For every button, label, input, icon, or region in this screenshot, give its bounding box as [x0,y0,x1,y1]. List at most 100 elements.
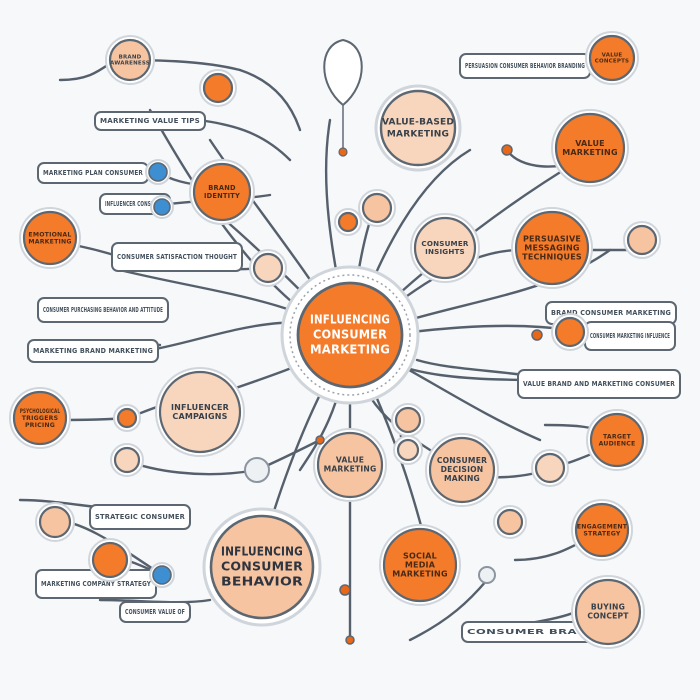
concept-node-label: DECISION [441,465,484,474]
concept-node [531,449,569,487]
connector-line [123,458,259,476]
label-box: CONSUMER SATISFACTION THOUGHT [111,242,243,272]
concept-node [88,538,132,582]
label-box: MARKETING BRAND MARKETING [27,339,159,363]
concept-node-label: BRAND [208,184,236,192]
label-box-text: STRATEGIC CONSUMER [95,513,186,521]
label-box-text: MARKETING BRAND MARKETING [33,347,153,355]
concept-node-label: CAMPAIGNS [172,412,227,421]
concept-node-label: INFLUENCER [171,403,229,412]
junction-dot [531,329,543,341]
label-box: STRATEGIC CONSUMER [89,504,191,530]
concept-node-label: EMOTIONAL [28,231,71,238]
center-node-label: CONSUMER [313,328,387,342]
label-box: PERSUASION CONSUMER BEHAVIOR BRANDING [459,53,591,79]
connector-line [408,578,489,642]
center-node-group: INFLUENCINGCONSUMERMARKETINGINFLUENCINGC… [202,265,420,627]
connector-ring [478,566,496,584]
label-boxes: PERSUASION CONSUMER BEHAVIOR BRANDING MAR… [27,53,681,643]
concept-node-label: STRATEGY [583,531,621,538]
concept-node [358,189,396,227]
label-box-text: CONSUMER VALUE OF [125,608,185,616]
concept-node-label: AWARENESS [110,61,150,67]
concept-node [393,435,423,465]
label-box-text: CONSUMER BRAND [467,628,597,636]
concept-node-label: CONSUMER [421,239,469,248]
concept-node-label: IDENTITY [204,192,240,200]
label-box-text: CONSUMER SATISFACTION THOUGHT [117,253,237,261]
label-box-text: INFLUENCER CONSUMER [105,200,165,208]
accent-dot [150,195,174,219]
label-box-text: VALUE BRAND AND MARKETING CONSUMER [523,380,675,388]
label-box-text: BRAND CONSUMER MARKETING [551,309,671,317]
junction-dot [345,635,355,645]
concept-node-label: ENGAGEMENT [577,523,628,530]
concept-node [551,313,589,351]
label-box: MARKETING VALUE TIPS [94,111,206,131]
behavior-node-label: INFLUENCING [221,545,303,559]
concept-node-label: PRICING [25,422,55,429]
concept-node [623,221,661,259]
label-box-text: MARKETING COMPANY STRATEGY [41,580,151,588]
junction-dot [501,144,513,156]
concept-node [113,404,141,432]
label-box-text: CONSUMER PURCHASING BEHAVIOR AND ATTITUD… [43,306,163,314]
concept-node-label: CONCEPT [587,611,629,620]
concept-node [35,502,75,542]
concept-node-label: INSIGHTS [425,247,465,256]
concept-node-label: MEDIA [405,561,436,570]
concept-node-label: AUDIENCE [599,441,636,448]
label-box-text: MARKETING PLAN CONSUMER [43,169,143,177]
concept-node-label: TRIGGERS [22,415,59,422]
accent-dot [145,159,171,185]
junction-dot [315,435,325,445]
concept-node-label: TECHNIQUES [522,253,582,262]
behavior-node-label: CONSUMER [221,560,303,574]
connector-line [198,118,292,162]
concept-node [334,208,362,236]
concept-node-label: PSYCHOLOGICAL [20,408,60,415]
concept-node-label: TARGET [603,433,632,440]
concept-node [199,69,237,107]
label-box: CONSUMER PURCHASING BEHAVIOR AND ATTITUD… [37,297,169,323]
concept-node-label: BUYING [591,603,625,612]
label-box: CONSUMER VALUE OF [119,601,191,623]
label-box-text: CONSUMER MARKETING INFLUENCE [590,332,670,340]
concept-node-label: SOCIAL [403,551,437,560]
concept-node-label: MESSAGING [524,244,579,253]
label-box: MARKETING PLAN CONSUMER [37,162,149,184]
concept-nodes: VALUECONCEPTSBRANDIDENTITYVALUEMARKETING… [9,31,661,649]
label-box: VALUE BRAND AND MARKETING CONSUMER [517,369,681,399]
concept-node [249,249,287,287]
concept-node-label: MARKETING [392,570,447,579]
concept-node-label: CONCEPTS [595,59,629,65]
concept-node [493,505,527,539]
concept-node-label: MARKETING [562,148,617,157]
label-box: CONSUMER MARKETING INFLUENCE [584,321,676,351]
connector-ring [244,457,270,483]
accent-dot [149,562,175,588]
center-node-label: MARKETING [310,343,390,357]
concept-node-label: CONSUMER [437,456,487,465]
concept-node-label: VALUE [602,52,623,58]
concept-node-label: MARKETING [28,239,71,246]
junction-dot [339,584,351,596]
center-node-label: INFLUENCING [310,313,390,327]
behavior-node-label: BEHAVIOR [221,575,303,589]
